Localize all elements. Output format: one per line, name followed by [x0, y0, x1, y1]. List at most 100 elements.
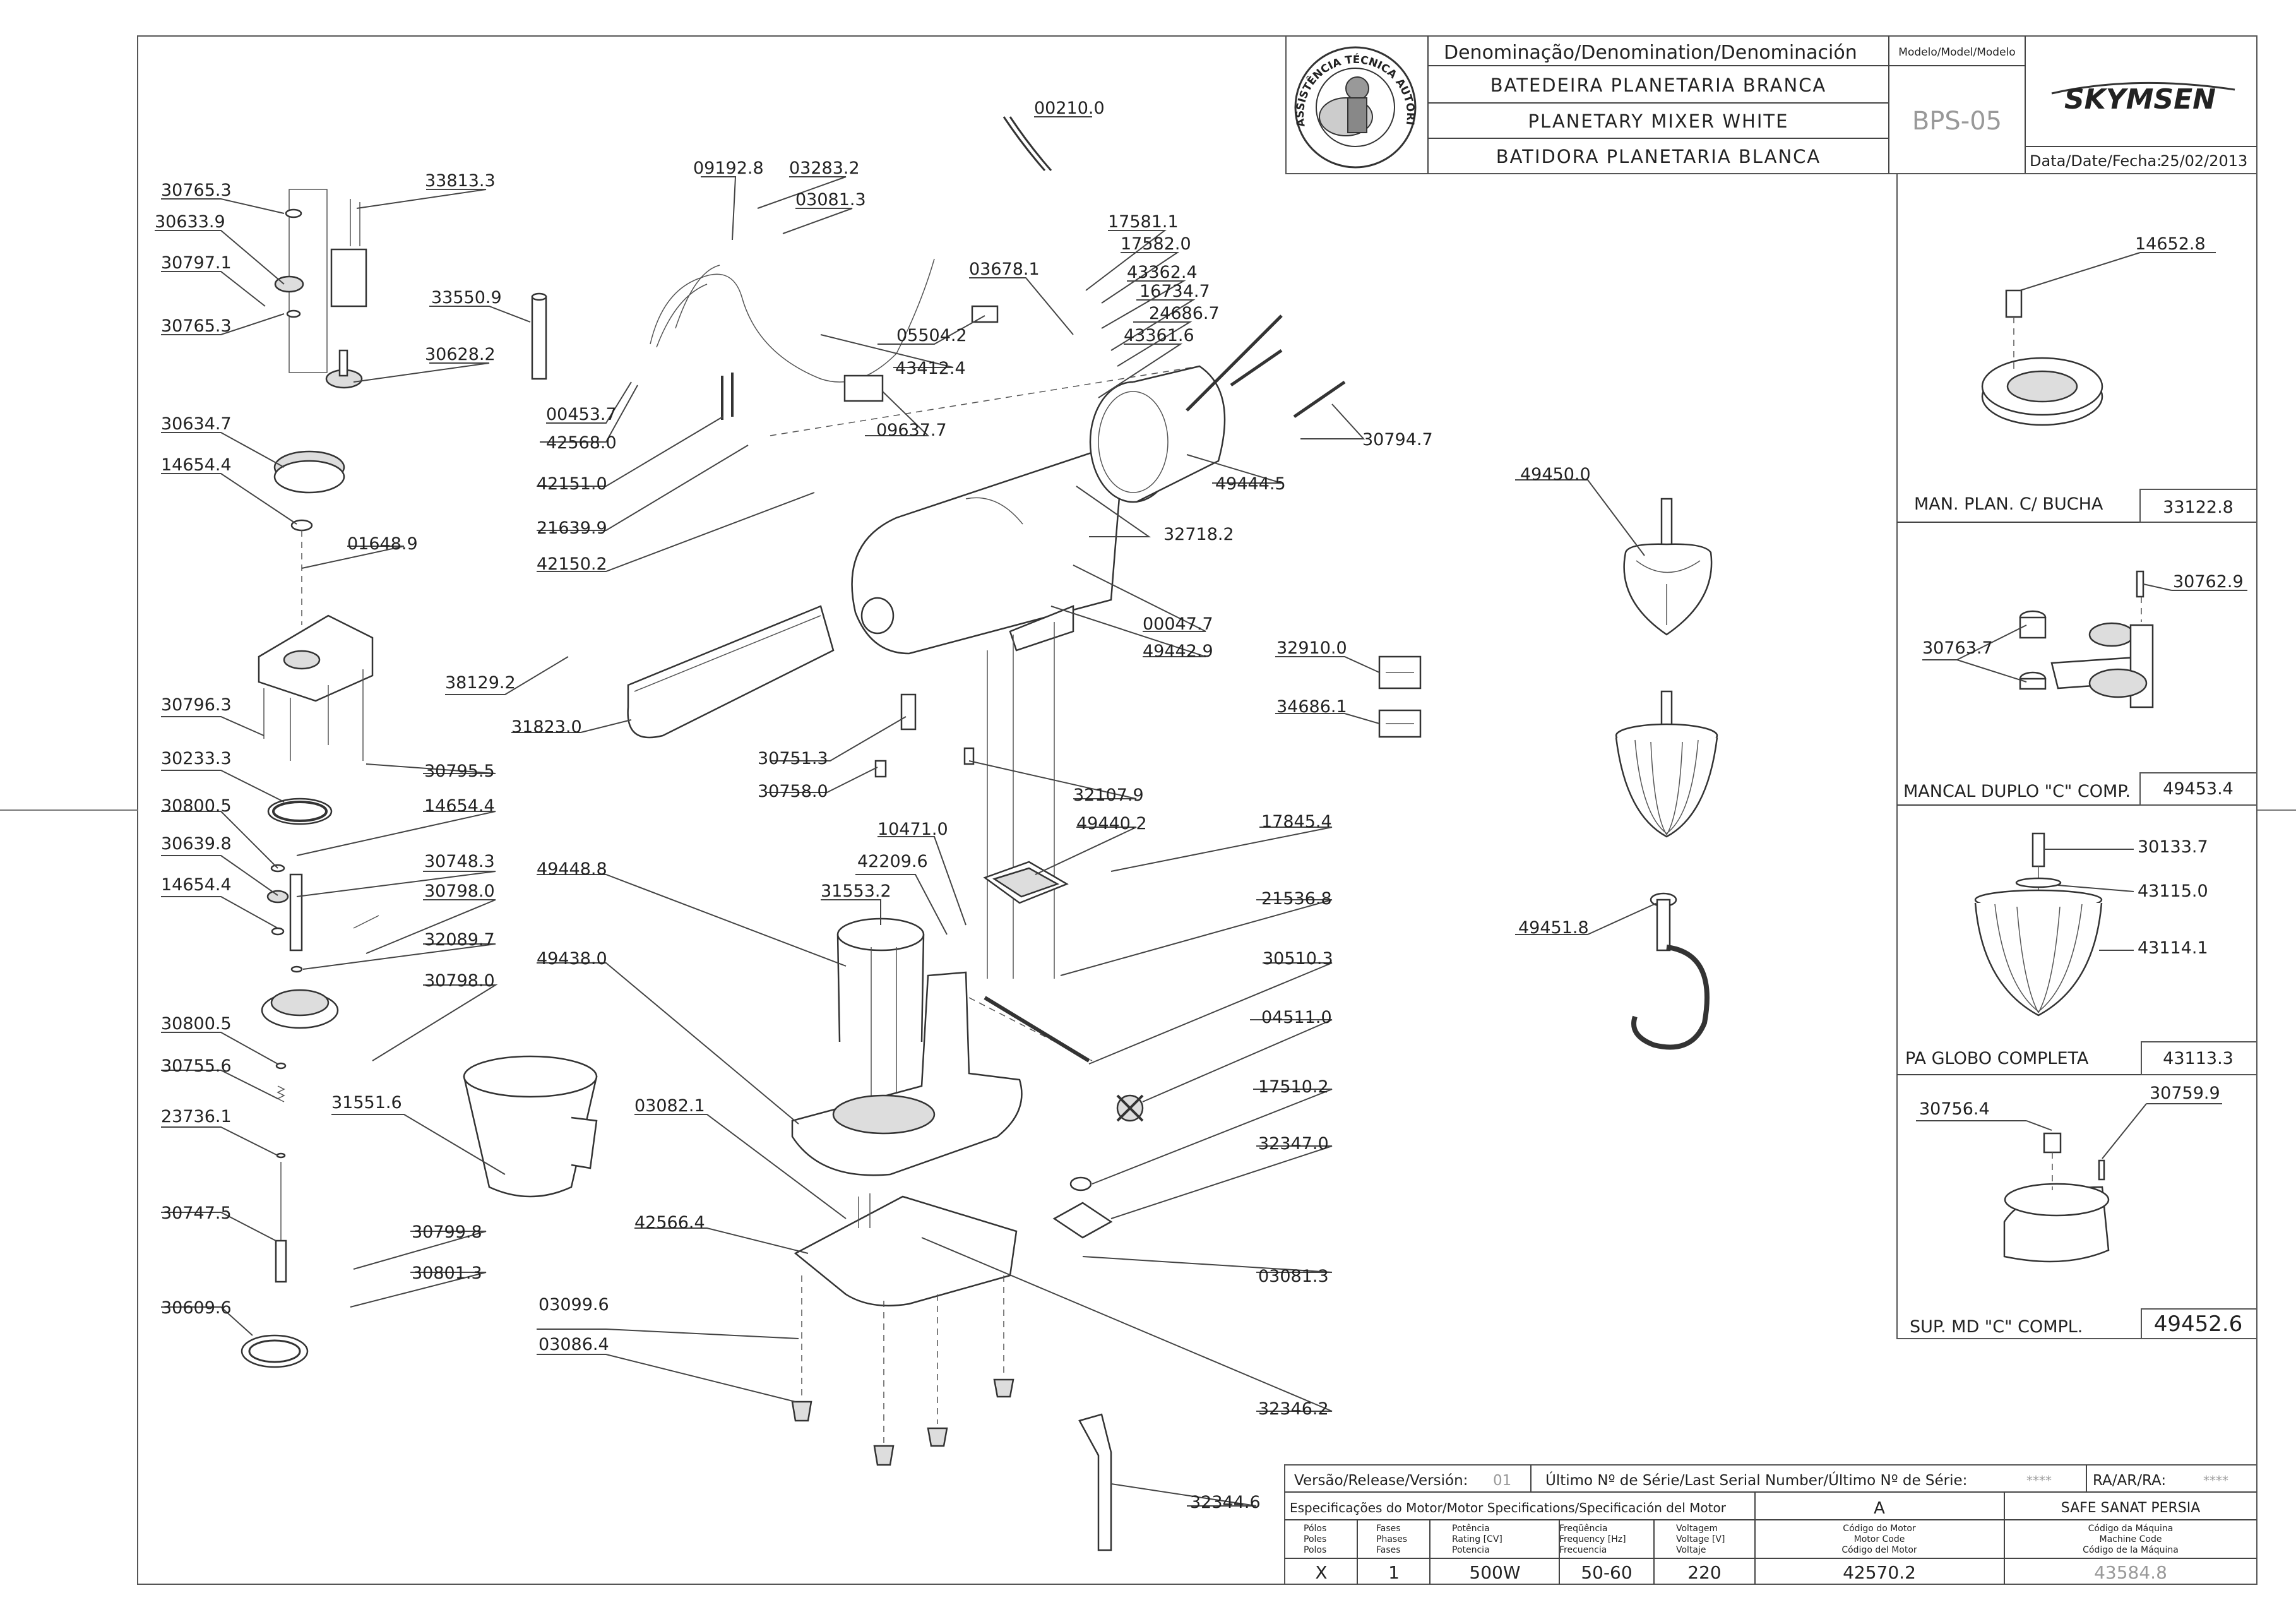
part-label: 30634.7	[161, 414, 232, 434]
part-label: 30510.3	[1263, 949, 1333, 969]
svg-text:MAN. PLAN. C/ BUCHA: MAN. PLAN. C/ BUCHA	[1914, 494, 2103, 514]
product-name-pt: BATEDEIRA PLANETARIA BRANCA	[1490, 75, 1826, 96]
subassembly-handle: MAN. PLAN. C/ BUCHA 33122.8 14652.8	[1914, 234, 2257, 523]
motor-code: 42570.2	[1843, 1562, 1916, 1583]
part-label: 30609.6	[161, 1298, 232, 1318]
svg-text:Polos: Polos	[1304, 1545, 1326, 1555]
svg-text:Fases: Fases	[1376, 1524, 1401, 1534]
part-label: 16734.7	[1139, 282, 1210, 301]
part-label: 42150.2	[537, 554, 607, 574]
part-label: 17510.2	[1258, 1077, 1329, 1097]
part-label: 14654.4	[424, 796, 495, 816]
part-label: 42209.6	[857, 852, 928, 871]
svg-text:Voltaje: Voltaje	[1676, 1545, 1706, 1555]
svg-text:30133.7: 30133.7	[2138, 837, 2208, 857]
part-label: 49450.0	[1520, 465, 1591, 484]
part-label: 30798.0	[424, 881, 495, 901]
part-label: 43362.4	[1127, 263, 1198, 282]
part-label: 33813.3	[425, 171, 496, 191]
date-label: Data/Date/Fecha:	[2030, 152, 2162, 170]
part-label: 17581.1	[1108, 212, 1179, 232]
part-label: 31553.2	[821, 881, 891, 901]
part-label: 43412.4	[895, 359, 966, 378]
denomination-header: Denominação/Denomination/Denominación	[1444, 42, 1857, 64]
svg-text:50-60: 50-60	[1581, 1562, 1632, 1583]
svg-text:1: 1	[1388, 1562, 1400, 1583]
part-label: 03081.3	[795, 190, 866, 210]
svg-text:14652.8: 14652.8	[2135, 234, 2206, 254]
part-label: 32346.2	[1258, 1399, 1329, 1419]
part-label: 33550.9	[431, 288, 502, 307]
machine-code: 43584.8	[2094, 1562, 2167, 1583]
brand-logo: SKYMSEN	[2051, 81, 2235, 116]
part-label: 38129.2	[445, 673, 516, 693]
part-label: 01648.9	[347, 534, 418, 554]
part-label: 03081.3	[1258, 1267, 1329, 1286]
svg-text:MANCAL DUPLO "C" COMP.: MANCAL DUPLO "C" COMP.	[1903, 782, 2131, 801]
subassembly-support: SUP. MD "C" COMPL. 49452.6 30756.4 30759…	[1910, 1084, 2257, 1339]
part-label: 30233.3	[161, 749, 232, 768]
serial-label: Último Nº de Série/Last Serial Number/Úl…	[1545, 1471, 1967, 1489]
part-label: 30758.0	[758, 782, 828, 801]
svg-text:Voltagem: Voltagem	[1676, 1524, 1718, 1534]
ra-value: ****	[2203, 1473, 2228, 1488]
part-label: 30628.2	[425, 345, 496, 364]
part-label: 17845.4	[1261, 812, 1332, 832]
svg-text:Fases: Fases	[1376, 1545, 1401, 1555]
part-label: 03678.1	[969, 260, 1040, 279]
part-label: 30801.3	[412, 1263, 482, 1283]
part-label: 42566.4	[634, 1213, 705, 1233]
leader-lines	[155, 116, 1658, 1507]
model-code: BPS-05	[1912, 107, 2002, 136]
part-label: 32089.7	[424, 930, 495, 950]
part-label: 30797.1	[161, 253, 232, 273]
svg-text:Motor Code: Motor Code	[1854, 1534, 1905, 1544]
part-label: 21536.8	[1261, 889, 1332, 909]
part-label: 03099.6	[538, 1295, 609, 1315]
svg-text:ASSISTÊNCIA TÉCNICA AUTORIZADA: ASSISTÊNCIA TÉCNICA AUTORIZADA	[0, 0, 1417, 128]
part-label: 00047.7	[1143, 614, 1213, 634]
part-labels: 00210.0 09192.8 03283.2 03081.3 33813.3 …	[155, 99, 1591, 1512]
part-label: 30800.5	[161, 1014, 232, 1034]
part-label: 14654.4	[161, 875, 232, 895]
part-label: 10471.0	[877, 820, 948, 839]
part-label: 32107.9	[1073, 785, 1144, 805]
part-label: 31823.0	[511, 717, 582, 737]
part-label: 49442.9	[1143, 642, 1213, 661]
svg-text:SUP. MD "C" COMPL.: SUP. MD "C" COMPL.	[1910, 1317, 2083, 1337]
svg-text:33122.8: 33122.8	[2163, 498, 2234, 517]
part-label: 31551.6	[331, 1093, 402, 1113]
svg-text:Phases: Phases	[1376, 1534, 1407, 1544]
release-value: 01	[1493, 1472, 1511, 1489]
part-label: 09192.8	[693, 158, 764, 178]
subassembly-double-bearing: MANCAL DUPLO "C" COMP. 49453.4 30762.9 3…	[1903, 570, 2257, 806]
part-label: 00210.0	[1034, 99, 1105, 118]
subassembly-panel: MAN. PLAN. C/ BUCHA 33122.8 14652.8 MANC…	[1896, 173, 2257, 1339]
part-label: 49451.8	[1518, 918, 1589, 938]
part-label: 04511.0	[1261, 1008, 1332, 1027]
product-name-en: PLANETARY MIXER WHITE	[1528, 110, 1789, 132]
part-label: 32347.0	[1258, 1134, 1329, 1154]
authorized-service-seal: ASSISTÊNCIA TÉCNICA AUTORIZADA	[0, 0, 1417, 169]
part-label: 30800.5	[161, 796, 232, 816]
svg-text:500W: 500W	[1469, 1562, 1520, 1583]
svg-text:220: 220	[1687, 1562, 1721, 1583]
part-label: 30639.8	[161, 834, 232, 854]
svg-text:Poles: Poles	[1304, 1534, 1326, 1544]
part-label: 05504.2	[896, 326, 967, 345]
svg-text:Freqüência: Freqüência	[1559, 1524, 1608, 1534]
mixer-parts	[241, 116, 1718, 1551]
title-block: ASSISTÊNCIA TÉCNICA AUTORIZADA Denominaç…	[0, 0, 2257, 174]
motor-version: A	[1874, 1499, 1885, 1518]
release-label: Versão/Release/Versión:	[1294, 1472, 1468, 1489]
part-label: 32910.0	[1276, 638, 1347, 658]
motor-columns: Pólos Poles Polos X Fases Phases Fases 1…	[1304, 1524, 2179, 1583]
svg-text:X: X	[1315, 1562, 1327, 1583]
part-label: 42151.0	[537, 474, 607, 494]
part-label: 30765.3	[161, 316, 232, 336]
svg-text:30756.4: 30756.4	[1919, 1099, 1990, 1119]
part-label: 03086.4	[538, 1335, 609, 1354]
part-label: 30748.3	[424, 852, 495, 871]
svg-text:Código del Motor: Código del Motor	[1841, 1545, 1917, 1555]
